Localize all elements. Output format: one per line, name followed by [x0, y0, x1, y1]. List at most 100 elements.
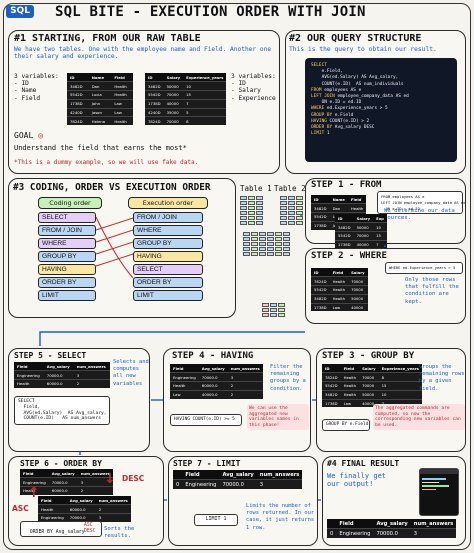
code-line: WHERE ed.Experience_years > 5 — [311, 106, 388, 112]
table-cell: 60000.0 — [66, 504, 96, 514]
table-cell: 50000 — [353, 222, 374, 232]
grid-cell — [267, 237, 274, 241]
table-cell: Health — [14, 378, 44, 388]
table-cell: 10 — [378, 389, 422, 400]
desc-code: DESC — [84, 529, 96, 534]
step2-title: STEP 2 - WHERE — [311, 251, 387, 261]
grid-cell — [259, 237, 266, 241]
goal-text: GOAL — [14, 131, 34, 140]
grid-cell — [256, 221, 263, 225]
column-header: Name — [88, 73, 112, 82]
table-cell: Lucia — [88, 89, 112, 100]
table-cell: 3482D — [67, 81, 89, 91]
terminal-bar — [420, 469, 458, 474]
asc-label: ASC — [12, 504, 29, 513]
grid-cell — [256, 196, 263, 200]
table-cell: Dan — [88, 81, 112, 91]
query-code: SELECT e.Field, AVG(ed.Salary) AS Avg_sa… — [305, 58, 457, 162]
grid-cell — [275, 237, 282, 241]
table-cell: 70000.0 — [219, 479, 257, 489]
var-salary: - Salary — [231, 87, 261, 95]
table-cell: 3 — [73, 370, 110, 380]
table-cell: 7 — [373, 239, 387, 249]
table-cell: Helena — [88, 116, 112, 126]
table-cell: Health — [20, 485, 49, 495]
column-header: num_answers — [77, 469, 113, 478]
table-cell: 7824D — [311, 276, 330, 286]
table-cell: 50000 — [163, 81, 184, 91]
table-row: 1738DLaw400007 — [322, 398, 422, 408]
code-line: SELECT — [311, 63, 327, 68]
table-cell: 3482D — [335, 222, 354, 232]
column-header: Exp — [373, 214, 387, 223]
step7-title: STEP 7 - LIMIT — [173, 459, 241, 468]
grid-cell — [251, 252, 258, 256]
column-header: Field — [329, 268, 349, 277]
grid-cell — [283, 232, 290, 236]
coding-order-item: LIMIT — [38, 290, 96, 301]
step7-code: LIMIT 1 — [194, 514, 238, 526]
final-title: #4 FINAL RESULT — [327, 459, 400, 468]
table-cell: Health — [170, 380, 199, 391]
grid-cell — [248, 221, 255, 225]
column-header: Name — [329, 195, 348, 204]
grid-cell — [296, 216, 303, 220]
column-header: Field — [347, 195, 367, 204]
grid-cell — [256, 206, 263, 210]
code-line: FROM employees AS e — [311, 87, 362, 93]
grid-cell — [270, 308, 277, 312]
grid-cell — [243, 252, 250, 256]
table-cell: 1738D — [145, 98, 164, 109]
table-cell: 60000.0 — [198, 380, 228, 391]
table-cell: Engineering — [38, 512, 67, 522]
table-cell: Law — [111, 98, 133, 109]
grid-cell — [296, 211, 303, 215]
column-header: Field — [38, 496, 67, 505]
column-header: ID — [145, 73, 164, 82]
grid-cell — [283, 242, 290, 246]
grid-cell — [296, 196, 303, 200]
table-cell: 15 — [373, 230, 387, 241]
coding-order-item: FROM / JOIN — [38, 225, 96, 236]
grid-cell — [270, 313, 277, 317]
grid-cell — [251, 232, 258, 236]
table-cell: 70000.0 — [66, 512, 96, 522]
table-cell: 70000.0 — [48, 477, 78, 487]
grid-cell — [275, 242, 282, 246]
table-cell: 5542D — [335, 230, 354, 241]
s3-title: #3 CODING, ORDER VS EXECUTION ORDER — [13, 182, 211, 193]
column-header — [173, 470, 183, 480]
table-cell: 0 — [173, 479, 183, 489]
column-header: Avg_salary — [198, 364, 228, 373]
table-cell: 70000.0 — [373, 528, 411, 538]
table2-icon — [280, 196, 303, 225]
column-header: ID — [311, 195, 330, 204]
table-cell: 1738D — [335, 239, 354, 249]
step5-text: Selects and computes all new variables — [113, 359, 149, 387]
terminal-window — [419, 468, 459, 516]
execution-order-item: LIMIT — [133, 290, 203, 301]
asc-code: ASC — [84, 523, 93, 528]
column-header: Field — [336, 519, 374, 529]
grid-cell — [283, 237, 290, 241]
grid-cell — [251, 237, 258, 241]
column-header: Field — [170, 364, 199, 373]
column-header: Field — [20, 469, 49, 478]
column-header: Field — [340, 364, 360, 373]
goal-description: Understand the field that earns the most… — [14, 144, 187, 152]
coding-order-item: ORDER BY — [38, 277, 96, 288]
s1-desc: We have two tables. One with the employe… — [14, 46, 272, 61]
